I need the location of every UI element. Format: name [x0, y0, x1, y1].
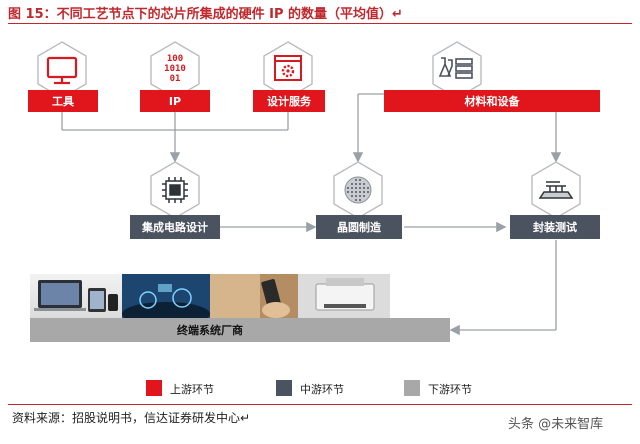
watermark: 头条 @未来智库	[508, 417, 604, 432]
legend-downstream-label: 下游环节	[428, 383, 472, 396]
ic-design-label: 集成电路设计	[130, 215, 220, 239]
wafer-die	[355, 183, 357, 185]
car-dashboard-photo	[122, 274, 210, 318]
hand-phone-photo	[210, 274, 298, 318]
tools-label: 工具	[28, 90, 98, 112]
figure-title: 图 15：不同工艺节点下的芯片所集成的硬件 IP 的数量（平均值）↵	[8, 7, 403, 22]
ip-label: IP	[140, 90, 210, 112]
packaging-test-hexagon	[531, 161, 581, 219]
wafer-die	[359, 183, 361, 185]
wafer-die	[359, 187, 361, 189]
design-services-hexagon	[263, 41, 313, 99]
materials-label: 材料和设备	[384, 90, 600, 112]
packaging-test-label: 封装测试	[510, 215, 600, 239]
printer-photo	[298, 274, 390, 318]
legend-upstream-label: 上游环节	[170, 383, 214, 396]
wafer-die	[359, 195, 361, 197]
binary-line-1: 100	[167, 54, 183, 64]
monitor-icon	[46, 56, 78, 85]
wafer-die	[363, 191, 365, 193]
wafer-die	[347, 187, 349, 189]
legend-midstream-swatch	[276, 380, 292, 396]
wafer-icon	[344, 176, 372, 204]
wafer-fab-hexagon	[333, 161, 383, 219]
design-services-label: 设计服务	[253, 90, 325, 112]
wafer-die	[359, 179, 361, 181]
devices-photo	[30, 274, 122, 318]
wafer-die	[363, 183, 365, 185]
wafer-die	[367, 191, 369, 193]
wafer-die	[355, 199, 357, 201]
wafer-die	[363, 195, 365, 197]
wafer-die	[367, 187, 369, 189]
legend-downstream-swatch	[404, 380, 420, 396]
title-divider	[8, 23, 632, 24]
wafer-die	[359, 199, 361, 201]
tools-hexagon	[37, 41, 87, 99]
figure-source: 资料来源：招股说明书，信达证券研发中心↵	[12, 411, 251, 425]
end-systems-label: 终端系统厂商	[30, 318, 390, 342]
wafer-die	[351, 183, 353, 185]
legend-midstream-label: 中游环节	[300, 383, 344, 396]
source-divider	[8, 404, 632, 405]
wafer-die	[363, 187, 365, 189]
flask-and-server-icon	[438, 57, 473, 79]
wafer-die	[359, 191, 361, 193]
package-board-icon	[538, 181, 574, 199]
binary-code-icon: 100 1010 01	[164, 54, 186, 84]
settings-window-icon	[274, 55, 302, 81]
chip-icon	[162, 177, 188, 203]
end-systems-bar-extension	[390, 318, 450, 342]
ic-design-hexagon	[150, 161, 200, 219]
wafer-die	[355, 187, 357, 189]
wafer-die	[347, 191, 349, 193]
wafer-die	[355, 179, 357, 181]
wafer-die	[351, 187, 353, 189]
wafer-die	[351, 191, 353, 193]
wafer-fab-label: 晶圆制造	[316, 215, 402, 239]
binary-line-2: 1010	[164, 64, 186, 74]
legend-upstream-swatch	[146, 380, 162, 396]
wafer-die	[355, 195, 357, 197]
binary-line-3: 01	[170, 74, 181, 84]
wafer-die	[355, 191, 357, 193]
wafer-die	[351, 195, 353, 197]
